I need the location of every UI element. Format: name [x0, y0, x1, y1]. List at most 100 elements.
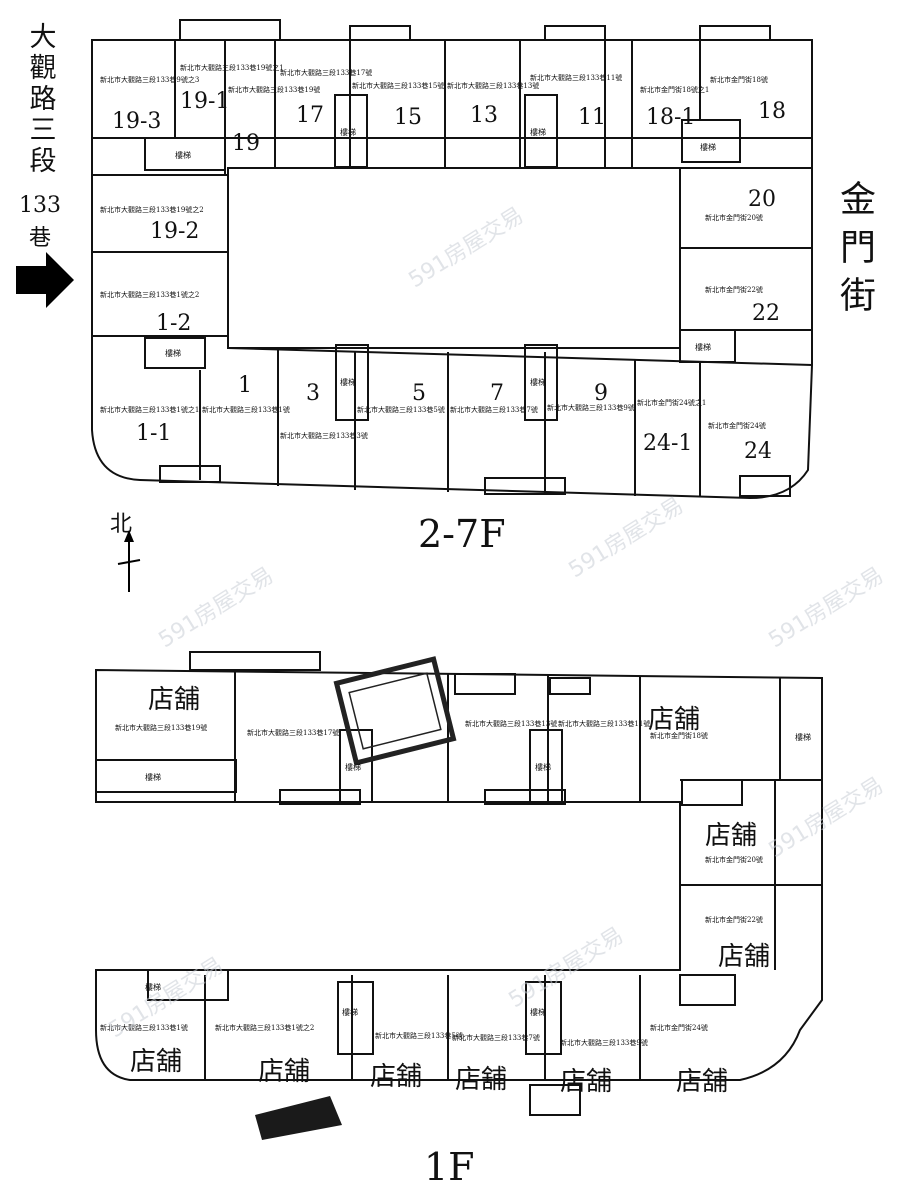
unit-number: 18-1	[646, 105, 695, 130]
unit-number: 18	[758, 99, 786, 124]
unit-number: 24-1	[643, 431, 692, 456]
unit-addr: 新北市大觀路三段133巷17號	[247, 728, 339, 737]
upper-stair-3	[524, 94, 558, 168]
shop-label: 店舖	[455, 1065, 507, 1095]
upper-stair-6	[335, 344, 369, 421]
unit-addr: 新北市大觀路三段133巷1號	[100, 1023, 188, 1032]
lower-outline	[95, 668, 823, 1081]
unit-addr: 新北市大觀路三段133巷11號	[530, 73, 622, 82]
lower-stair-label: 樓梯	[145, 772, 161, 782]
unit-addr: 新北市大觀路三段133巷5號	[357, 405, 445, 414]
unit-addr: 新北市大觀路三段133巷17號	[280, 68, 372, 77]
unit-number: 5	[412, 381, 426, 406]
lower-stair-label: 樓梯	[535, 762, 551, 772]
right-street-label: 金門街	[822, 180, 886, 340]
unit-addr: 新北市金門街20號	[705, 213, 763, 222]
unit-number: 19	[232, 131, 260, 156]
unit-addr: 新北市大觀路三段133巷9號之3	[100, 75, 199, 84]
unit-addr: 新北市大觀路三段133巷19號	[115, 723, 207, 732]
stamp-mark-icon	[255, 1096, 342, 1140]
unit-number: 1-2	[156, 311, 191, 336]
upper-stair-label-3: 樓梯	[530, 127, 546, 137]
unit-number: 15	[394, 105, 422, 130]
entrance-arrow-icon	[16, 252, 74, 308]
unit-addr: 新北市大觀路三段133巷1號之2	[100, 290, 199, 299]
lower-stair-label: 樓梯	[345, 762, 361, 772]
unit-addr: 新北市金門街24號	[708, 421, 766, 430]
left-street-name: 大觀路三段	[24, 22, 56, 177]
upper-stair-7	[524, 344, 558, 421]
unit-number: 24	[744, 439, 772, 464]
upper-stair-label-6: 樓梯	[340, 377, 356, 387]
upper-stair-label-4: 樓梯	[700, 142, 716, 152]
north-label: 北	[110, 512, 133, 537]
unit-number: 20	[748, 187, 776, 212]
unit-addr: 新北市金門街24號	[650, 1023, 708, 1032]
unit-number: 1	[238, 373, 252, 398]
unit-addr: 新北市大觀路三段133巷13號	[447, 81, 539, 90]
unit-addr: 新北市大觀路三段133巷13號	[465, 719, 557, 728]
upper-stair-label-8: 樓梯	[695, 342, 711, 352]
right-street-name: 金門街	[834, 180, 875, 324]
shop-label: 店舖	[130, 1047, 182, 1077]
unit-addr: 新北市大觀路三段133巷5號	[375, 1031, 463, 1040]
unit-number: 19-2	[150, 219, 199, 244]
unit-addr: 新北市大觀路三段133巷11號	[558, 719, 650, 728]
unit-number: 1-1	[136, 421, 171, 446]
unit-addr: 新北市金門街18號	[650, 731, 708, 740]
shop-label: 店舖	[705, 821, 757, 851]
unit-addr: 新北市大觀路三段133巷7號	[450, 405, 538, 414]
upper-stair-label-5: 樓梯	[165, 348, 181, 358]
upper-outline	[91, 39, 813, 500]
upper-stair-5	[144, 337, 206, 369]
shop-label: 店舖	[676, 1067, 728, 1097]
unit-number: 11	[578, 105, 606, 130]
lower-floor-label: 1F	[424, 1145, 475, 1189]
lower-stair-label: 樓梯	[795, 732, 811, 742]
unit-addr: 新北市大觀路三段133巷19號之1	[180, 63, 284, 72]
lower-stair-label: 樓梯	[530, 1007, 546, 1017]
shop-label: 店舖	[648, 705, 700, 735]
unit-number: 19-1	[180, 89, 229, 114]
left-alley-name: 133巷	[19, 193, 61, 251]
upper-stair-2	[334, 94, 368, 168]
official-seal	[333, 656, 457, 766]
upper-stair-1	[144, 137, 226, 171]
upper-floor-label: 2-7F	[418, 512, 506, 556]
unit-addr: 新北市大觀路三段133巷9號	[547, 403, 635, 412]
upper-stair-8	[679, 329, 736, 363]
upper-stair-label-7: 樓梯	[530, 377, 546, 387]
upper-stair-label-1: 樓梯	[175, 150, 191, 160]
unit-number: 19-3	[112, 109, 161, 134]
unit-addr: 新北市金門街24號之1	[637, 398, 706, 407]
unit-number: 9	[594, 381, 608, 406]
unit-number: 22	[752, 301, 780, 326]
unit-addr: 新北市金門街18號	[710, 75, 768, 84]
north-arrow-icon	[117, 530, 141, 592]
unit-addr: 新北市大觀路三段133巷7號	[452, 1033, 540, 1042]
unit-addr: 新北市大觀路三段133巷19號	[228, 85, 320, 94]
unit-addr: 新北市大觀路三段133巷1號之2	[215, 1023, 314, 1032]
lower-stair-label: 樓梯	[145, 982, 161, 992]
lower-stair-label: 樓梯	[342, 1007, 358, 1017]
upper-stair-label-2: 樓梯	[340, 127, 356, 137]
shop-label: 店舖	[148, 685, 200, 715]
unit-number: 17	[296, 103, 324, 128]
lower-floor-plan: 樓梯 樓梯 樓梯 樓梯 樓梯 樓梯 樓梯 新北市大觀路三段133巷19號 新北市…	[95, 651, 823, 1140]
unit-addr: 新北市金門街20號	[705, 855, 763, 864]
unit-addr: 新北市大觀路三段133巷9號	[560, 1038, 648, 1047]
upper-floor-plan: 樓梯 樓梯 樓梯 樓梯 樓梯 樓梯 樓梯 樓梯 新北市大觀路三段133巷9號之3…	[91, 19, 813, 500]
unit-addr: 新北市金門街18號之1	[640, 85, 709, 94]
shop-label: 店舖	[258, 1057, 310, 1087]
unit-addr: 新北市大觀路三段133巷3號	[280, 431, 368, 440]
unit-number: 13	[470, 103, 498, 128]
left-street-label: 大觀路三段 133巷	[12, 22, 68, 255]
upper-stair-4	[681, 119, 741, 163]
unit-addr: 新北市大觀路三段133巷1號	[202, 405, 290, 414]
unit-addr: 新北市金門街22號	[705, 285, 763, 294]
shop-label: 店舖	[718, 942, 770, 972]
upper-courtyard	[227, 167, 681, 349]
unit-number: 3	[306, 381, 320, 406]
unit-addr: 新北市金門街22號	[705, 915, 763, 924]
unit-addr: 新北市大觀路三段133巷19號之2	[100, 205, 204, 214]
